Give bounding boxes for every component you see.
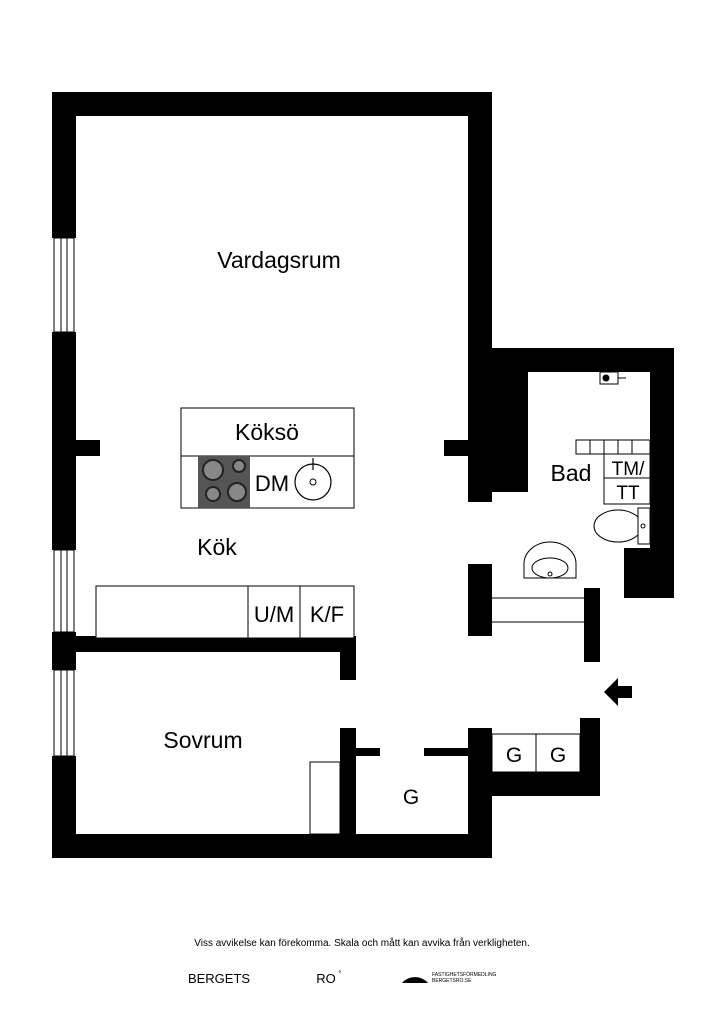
kitchen-island	[180, 407, 355, 509]
room-label-kok: Kök	[197, 534, 237, 560]
brand-logo-right: RO	[316, 971, 336, 986]
disclaimer-text: Viss avvikelse kan förekomma. Skala och …	[194, 937, 530, 949]
fixture-label-dishwasher: DM	[255, 471, 289, 496]
windows	[53, 237, 75, 757]
bathroom-fixtures	[523, 371, 651, 579]
fixture-label-fridge: K/F	[310, 602, 344, 627]
wardrobe-label: G	[550, 744, 566, 767]
agency-line-1: FASTIGHETSFÖRMEDLING	[432, 971, 497, 978]
burner-icon	[202, 459, 224, 481]
agency-logo-icon	[402, 977, 428, 983]
room-label-kokso: Köksö	[235, 419, 299, 445]
agency-line-2: BERGETSRO.SE	[432, 978, 472, 984]
fixture-label-oven: U/M	[254, 602, 294, 627]
burner-icon	[205, 486, 221, 502]
washer-icon	[603, 453, 651, 505]
towel-rail-icon	[575, 439, 651, 455]
burner-icon	[232, 459, 246, 473]
fixture-label-washer-1: TM/	[612, 459, 645, 480]
burner-icon	[227, 482, 247, 502]
fixture-label-washer-2: TT	[616, 483, 640, 504]
brand-logo-mark: ˚	[339, 970, 342, 980]
entrance-arrow-icon	[604, 678, 632, 706]
room-label-sovrum: Sovrum	[163, 727, 242, 753]
closet-label: G	[403, 786, 419, 809]
hall-elements	[309, 597, 584, 835]
brand-logo-left: BERGETS	[188, 971, 250, 986]
walls	[52, 92, 674, 858]
room-label-bad: Bad	[551, 460, 592, 486]
wardrobe-label: G	[506, 744, 522, 767]
room-label-vardagsrum: Vardagsrum	[217, 247, 341, 273]
kitchen-counter	[95, 585, 355, 639]
